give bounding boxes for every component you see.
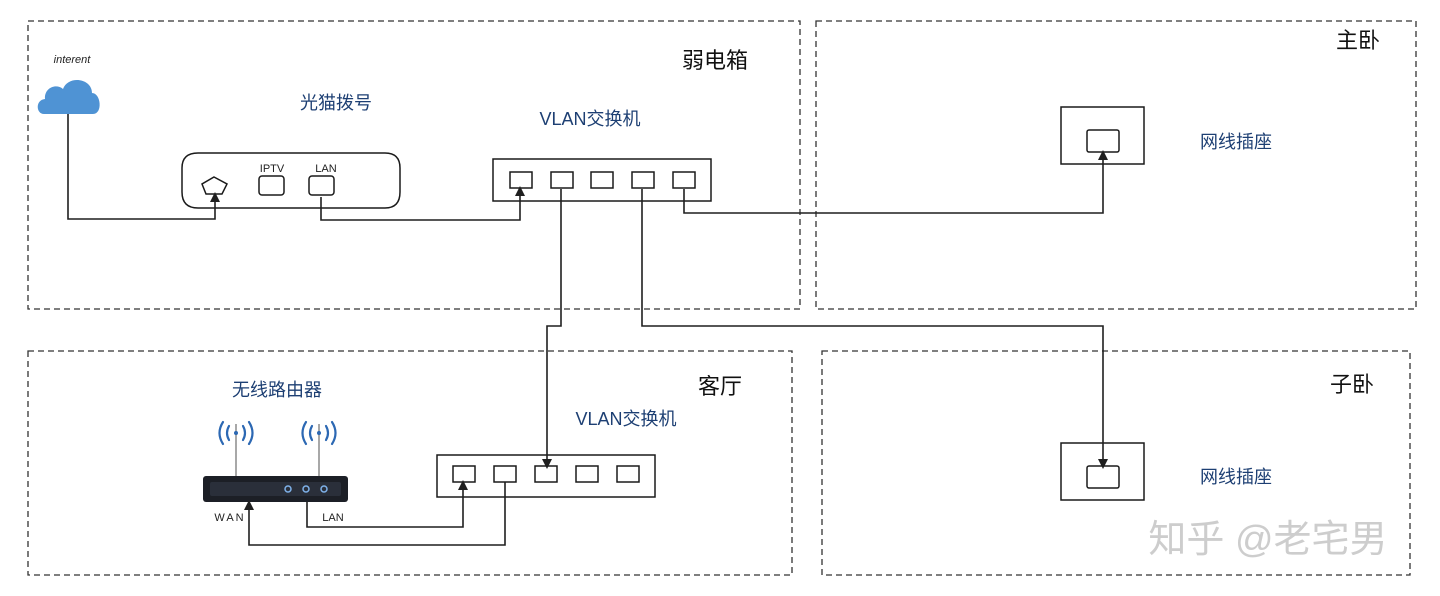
switch-port-1 [509, 171, 533, 189]
wire-switch-to-master-outlet [683, 150, 1108, 214]
internet-label: interent [54, 54, 92, 66]
outlet-kids-label: 网线插座 [1200, 467, 1272, 487]
vlan-switch-living-title: VLAN交换机 [575, 409, 676, 429]
living-room-label: 客厅 [698, 374, 742, 399]
wireless-router: 无线路由器 WAN LAN [203, 380, 348, 524]
switch-port-3 [590, 171, 614, 189]
switch-port-4 [631, 171, 655, 189]
switch-port-5 [672, 171, 696, 189]
vlan-switch-living: VLAN交换机 [436, 409, 677, 498]
router-led-2 [302, 485, 310, 493]
distribution-box-zone [27, 20, 801, 310]
iptv-port [258, 175, 285, 196]
cloud-icon [37, 79, 100, 114]
ethernet-outlet-master: 网线插座 [1060, 106, 1272, 165]
router-led-1 [284, 485, 292, 493]
vlan-switch-main: VLAN交换机 [492, 109, 712, 202]
master-bedroom-zone [815, 20, 1417, 310]
wire-router-lan-to-switch [306, 480, 468, 528]
living-switch-port-5 [616, 465, 640, 483]
kids-room-label: 子卧 [1330, 372, 1374, 397]
router-lan-label: LAN [322, 512, 343, 524]
lan-port-label: LAN [315, 163, 336, 175]
living-switch-port-4 [575, 465, 599, 483]
wifi-signal-icon [218, 420, 337, 446]
vlan-switch-main-title: VLAN交换机 [539, 109, 640, 129]
wire-switch-to-kids-outlet [641, 189, 1108, 469]
wire-switch-to-living-switch [542, 189, 562, 469]
living-switch-port-1 [452, 465, 476, 483]
outlet-master-jack [1086, 129, 1120, 153]
kids-room-zone [821, 350, 1411, 576]
wire-switch-to-router-wan [244, 482, 506, 546]
optical-modem: 光猫拨号 IPTV LAN [181, 93, 401, 209]
internet-cloud: interent [37, 54, 100, 114]
wire-modem-lan-to-switch [320, 186, 525, 221]
router-wan-label: WAN [214, 512, 245, 524]
living-switch-port-3 [534, 465, 558, 483]
outlet-master-label: 网线插座 [1200, 132, 1272, 152]
optical-modem-title: 光猫拨号 [300, 93, 372, 113]
outlet-kids-jack [1086, 465, 1120, 489]
master-bedroom-label: 主卧 [1336, 28, 1380, 53]
switch-port-2 [550, 171, 574, 189]
watermark-text: 知乎 @老宅男 [1148, 519, 1387, 561]
router-front-panel [210, 482, 341, 496]
router-title: 无线路由器 [232, 380, 322, 400]
wire-internet-to-modem [67, 114, 220, 220]
iptv-port-label: IPTV [260, 163, 285, 175]
distribution-box-label: 弱电箱 [682, 48, 748, 73]
router-led-3 [320, 485, 328, 493]
living-switch-port-2 [493, 465, 517, 483]
living-room-zone [27, 350, 793, 576]
optical-modem-body [181, 152, 401, 209]
ethernet-outlet-kids: 网线插座 [1060, 442, 1272, 501]
lan-port [308, 175, 335, 196]
